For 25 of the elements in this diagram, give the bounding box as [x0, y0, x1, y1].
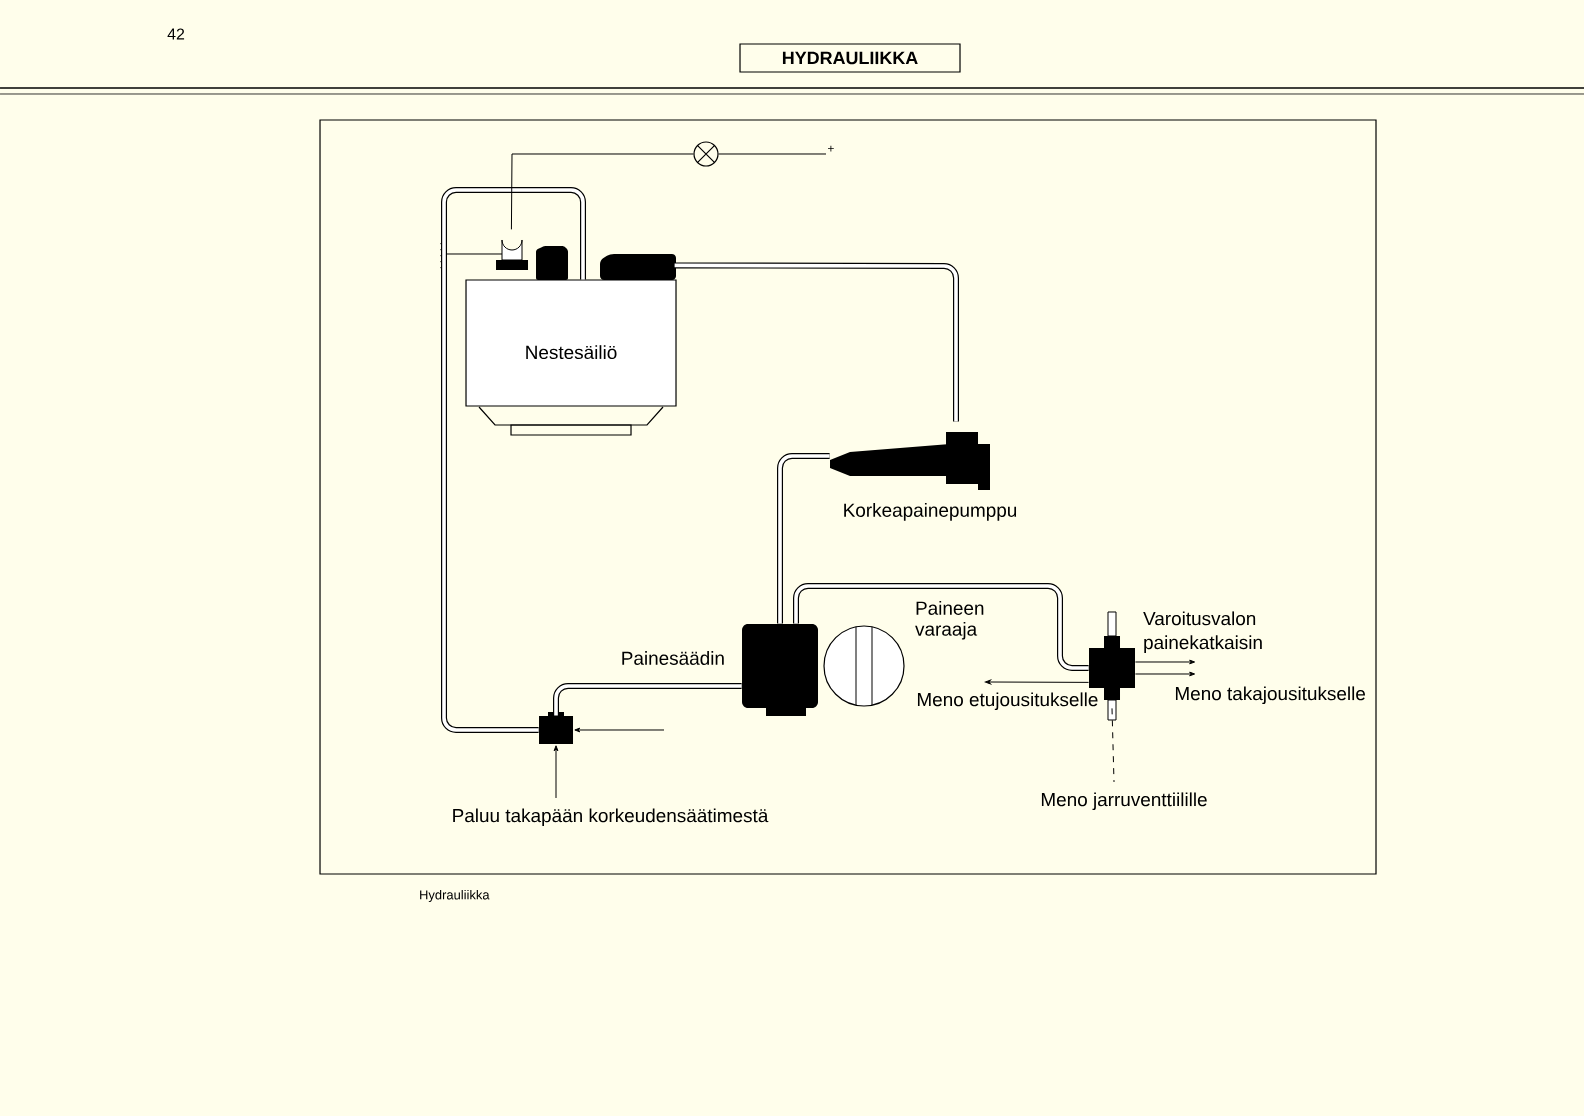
- wire: [718, 153, 827, 155]
- dashed-line: [1111, 707, 1115, 783]
- wire: [510, 153, 694, 230]
- pipe: [441, 187, 586, 733]
- flow-label: Meno jarruventtiilille: [1041, 792, 1207, 811]
- warning-lamp: [693, 141, 719, 167]
- arrow: [984, 679, 1090, 685]
- running-head: HYDRAULIIKKA: [739, 43, 961, 73]
- arrow: [574, 727, 665, 733]
- flow-label: Meno takajousitukselle: [1175, 686, 1365, 705]
- tee-fitting: [539, 712, 573, 744]
- flow-label: Paluu takapään korkeudensäätimestä: [453, 808, 769, 827]
- pipe: [793, 583, 1089, 671]
- arrow: [1134, 659, 1196, 665]
- reservoir-box: Nestesäiliö: [465, 279, 677, 436]
- regulator-label: Painesäädin: [622, 651, 724, 665]
- pipe: [777, 453, 830, 624]
- pipe: [674, 262, 959, 422]
- flow-label: Meno etujousitukselle: [917, 692, 1098, 711]
- switch-label: Varoitusvalon painekatkaisin: [1143, 611, 1262, 653]
- arrow: [1134, 671, 1196, 677]
- pump-label: Korkeapainepumppu: [844, 503, 1017, 521]
- pipe: [553, 683, 742, 716]
- arrow: [553, 745, 559, 799]
- accumulator-label: Paineen varaaja: [915, 601, 984, 640]
